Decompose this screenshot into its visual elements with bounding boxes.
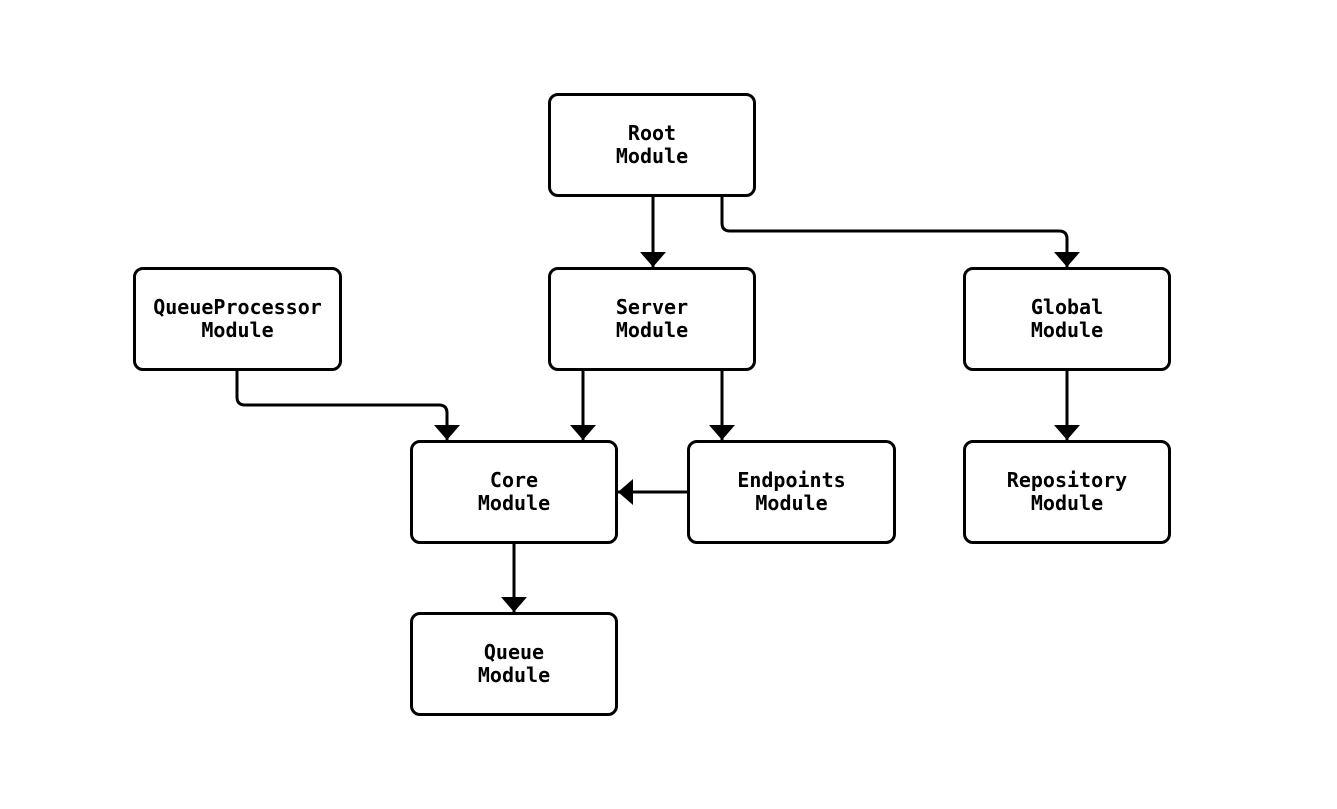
node-label-repository-module: Repository Module: [1006, 468, 1128, 515]
node-repository-module: Repository Module: [963, 440, 1171, 544]
arrowhead-server-module-to-core-module: [570, 425, 596, 440]
node-root-module: Root Module: [548, 93, 756, 197]
node-endpoints-module: Endpoints Module: [687, 440, 896, 544]
node-server-module: Server Module: [548, 267, 756, 371]
arrowhead-core-module-to-queue-module: [501, 597, 527, 612]
node-label-core-module: Core Module: [477, 468, 551, 515]
node-label-queueprocessor-module: QueueProcessor Module: [153, 295, 322, 342]
arrowhead-global-module-to-repository-module: [1054, 425, 1080, 440]
arrowhead-server-module-to-endpoints-module: [709, 425, 735, 440]
arrowhead-root-module-to-server-module: [640, 252, 666, 267]
node-core-module: Core Module: [410, 440, 618, 544]
arrowhead-queueprocessor-module-to-core-module: [434, 425, 460, 440]
node-global-module: Global Module: [963, 267, 1171, 371]
edge-queueprocessor-module-to-core-module: [235, 371, 449, 440]
edge-root-module-to-global-module: [720, 197, 1069, 267]
node-label-queue-module: Queue Module: [477, 640, 551, 687]
node-queueprocessor-module: QueueProcessor Module: [133, 267, 342, 371]
node-label-server-module: Server Module: [615, 295, 689, 342]
node-label-endpoints-module: Endpoints Module: [737, 468, 846, 515]
node-queue-module: Queue Module: [410, 612, 618, 716]
node-label-global-module: Global Module: [1030, 295, 1104, 342]
arrowhead-endpoints-module-to-core-module: [618, 479, 633, 505]
node-label-root-module: Root Module: [615, 121, 689, 168]
arrowhead-root-module-to-global-module: [1054, 252, 1080, 267]
